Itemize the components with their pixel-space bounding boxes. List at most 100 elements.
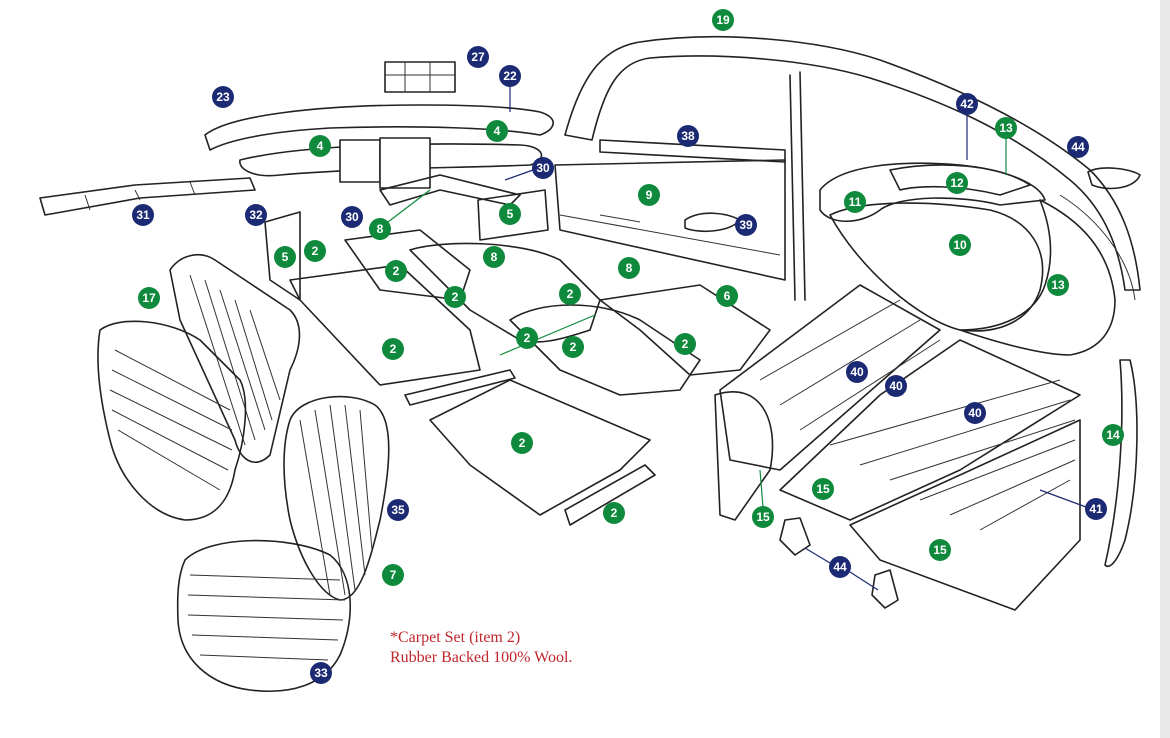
callout-circle bbox=[245, 204, 267, 226]
callout-number: 38 bbox=[681, 129, 695, 143]
callout-number: 44 bbox=[1071, 140, 1085, 154]
leader-44b bbox=[849, 571, 879, 591]
boot-floor-15c bbox=[849, 419, 1081, 611]
callout-circle bbox=[369, 218, 391, 240]
dash-top-23 bbox=[204, 104, 554, 151]
note-line-1: *Carpet Set (item 2) bbox=[390, 629, 521, 646]
callout-circle bbox=[829, 556, 851, 578]
glovebox-27-lid bbox=[385, 62, 455, 92]
callout-circle bbox=[138, 287, 160, 309]
callout-number: 2 bbox=[312, 244, 319, 258]
callout-number: 27 bbox=[471, 50, 485, 64]
callout-circle bbox=[304, 240, 326, 262]
callout-number: 5 bbox=[282, 250, 289, 264]
leader-2-centre bbox=[499, 314, 596, 356]
callout-15: 15 bbox=[752, 506, 774, 528]
callout-number: 7 bbox=[390, 568, 397, 582]
callout-4: 4 bbox=[486, 120, 508, 142]
callout-number: 40 bbox=[968, 406, 982, 420]
callout-30: 30 bbox=[341, 206, 363, 228]
rear-seat-cushion-pleats bbox=[109, 349, 233, 491]
bracket-44b bbox=[871, 569, 899, 609]
callout-circle bbox=[382, 564, 404, 586]
callout-2: 2 bbox=[562, 336, 584, 358]
callout-circle bbox=[341, 206, 363, 228]
callout-22: 22 bbox=[499, 65, 521, 87]
rear-trim-10 bbox=[829, 202, 1044, 332]
callout-2: 2 bbox=[603, 502, 625, 524]
callout-number: 22 bbox=[503, 69, 517, 83]
callout-14: 14 bbox=[1102, 424, 1124, 446]
callout-15: 15 bbox=[929, 539, 951, 561]
carpet-front-left bbox=[289, 264, 481, 386]
callout-number: 35 bbox=[391, 503, 405, 517]
callout-number: 30 bbox=[345, 210, 359, 224]
callout-circle bbox=[844, 191, 866, 213]
callout-number: 13 bbox=[999, 121, 1013, 135]
callout-33: 33 bbox=[310, 662, 332, 684]
callout-27: 27 bbox=[467, 46, 489, 68]
callout-4: 4 bbox=[309, 135, 331, 157]
callout-circle bbox=[995, 117, 1017, 139]
callout-circle bbox=[132, 204, 154, 226]
callout-13: 13 bbox=[1047, 274, 1069, 296]
callout-number: 8 bbox=[626, 261, 633, 275]
callout-5: 5 bbox=[274, 246, 296, 268]
callout-number: 6 bbox=[724, 289, 731, 303]
callout-32: 32 bbox=[245, 204, 267, 226]
callout-number: 2 bbox=[570, 340, 577, 354]
boot-side-panel bbox=[714, 391, 774, 521]
callout-31: 31 bbox=[132, 204, 154, 226]
callout-2: 2 bbox=[444, 286, 466, 308]
callout-2: 2 bbox=[382, 338, 404, 360]
callout-circle bbox=[382, 338, 404, 360]
callout-number: 23 bbox=[216, 90, 230, 104]
callout-circle bbox=[929, 539, 951, 561]
callout-circle bbox=[752, 506, 774, 528]
bracket-44a bbox=[779, 517, 811, 556]
kick-panel-5 bbox=[477, 189, 549, 241]
callout-number: 44 bbox=[833, 560, 847, 574]
callout-42: 42 bbox=[956, 93, 978, 115]
front-seat-back-35 bbox=[283, 395, 390, 601]
callout-circle bbox=[483, 246, 505, 268]
callout-circle bbox=[885, 375, 907, 397]
callout-number: 40 bbox=[850, 365, 864, 379]
headlining-panel bbox=[564, 36, 1141, 291]
callout-number: 2 bbox=[567, 287, 574, 301]
note-line-2: Rubber Backed 100% Wool. bbox=[390, 649, 573, 666]
callout-number: 10 bbox=[953, 238, 967, 252]
carpet-heelboard bbox=[509, 304, 701, 396]
callout-circle bbox=[499, 65, 521, 87]
callout-number: 2 bbox=[519, 436, 526, 450]
callout-number: 19 bbox=[716, 13, 730, 27]
callout-number: 33 bbox=[314, 666, 328, 680]
callout-circle bbox=[516, 327, 538, 349]
leader-44a bbox=[804, 547, 831, 564]
door-pocket bbox=[559, 214, 781, 256]
callout-number: 12 bbox=[950, 176, 964, 190]
rear-seat-back-pleats bbox=[189, 274, 281, 446]
callout-circle bbox=[638, 184, 660, 206]
callout-12: 12 bbox=[946, 172, 968, 194]
callout-40: 40 bbox=[885, 375, 907, 397]
callout-number: 2 bbox=[682, 337, 689, 351]
callout-circle bbox=[674, 333, 696, 355]
carpet-footwell-left bbox=[344, 229, 471, 301]
callout-number: 15 bbox=[933, 543, 947, 557]
leader-30a bbox=[504, 169, 534, 181]
callout-44: 44 bbox=[1067, 136, 1089, 158]
callout-6: 6 bbox=[716, 285, 738, 307]
callout-circle bbox=[1102, 424, 1124, 446]
callout-5: 5 bbox=[499, 203, 521, 225]
callout-number: 4 bbox=[494, 124, 501, 138]
boot-slats bbox=[759, 299, 1076, 531]
callout-2: 2 bbox=[559, 283, 581, 305]
front-seat-back-pleats bbox=[299, 404, 373, 596]
callout-circle bbox=[949, 234, 971, 256]
callout-circle bbox=[559, 283, 581, 305]
callout-8: 8 bbox=[618, 257, 640, 279]
callout-9: 9 bbox=[638, 184, 660, 206]
callout-number: 9 bbox=[646, 188, 653, 202]
leader-15 bbox=[759, 469, 764, 508]
